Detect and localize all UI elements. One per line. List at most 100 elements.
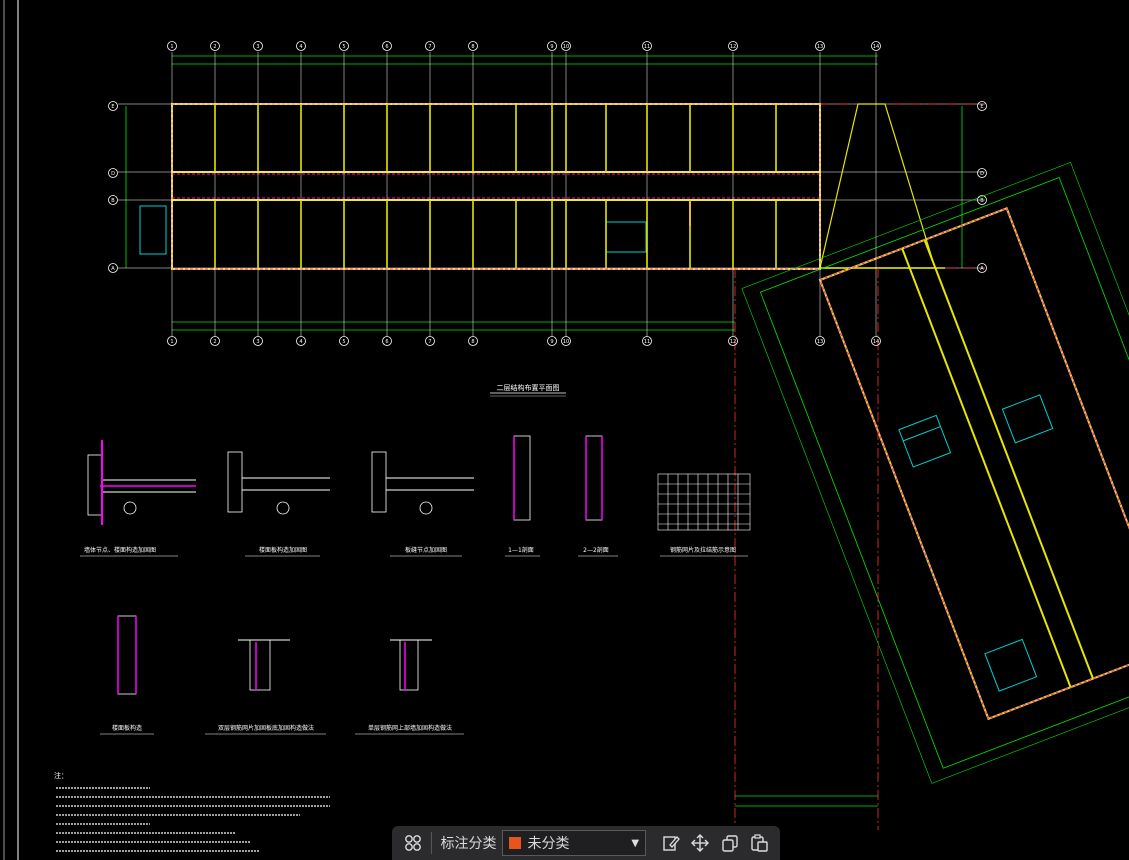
axis-label: 6 [385,44,388,50]
axis-label: 3 [256,339,259,345]
axis-label: 14 [873,44,879,50]
toolbar-divider [431,832,433,854]
axis-bubble [977,101,987,111]
axis-label: 6 [385,339,388,345]
detail-title-6: 钢筋网片及拉结筋示意图 [670,546,736,554]
axis-label: 11 [644,339,650,345]
axis-bubble [425,336,435,346]
axis-label: A [980,266,984,272]
axis-bubble [108,263,118,273]
axis-bubble [382,41,392,51]
axis-bubble [339,41,349,51]
axis-bubble [977,263,987,273]
category-label: 标注分类 [440,836,497,852]
floor-plan-wing [734,162,1129,830]
category-select[interactable]: 未分类 ▼ [502,830,647,856]
axis-label: 4 [299,339,302,345]
axis-label: 9 [550,44,553,50]
axis-bubble [561,41,571,51]
detail-title-1: 墙体节点、楼面构造加固图 [84,546,156,554]
axis-bubble [815,336,825,346]
axis-bubble [547,41,557,51]
edit-button[interactable] [656,828,685,858]
axis-bubble [108,101,118,111]
axis-label: D [111,171,115,177]
axis-bubble [382,336,392,346]
axis-label: 7 [428,339,431,345]
annotation-toolbar: 标注分类 未分类 ▼ [392,826,780,860]
notes-heading: 注： [54,771,68,780]
detail-title-2: 楼面板构造加固图 [259,546,307,554]
detail-title-5: 2—2剖面 [583,546,609,554]
axis-label: D [980,171,984,177]
axis-bubble [547,336,557,346]
axis-label: 13 [817,44,823,50]
axis-label: 10 [563,44,569,50]
axis-label: 2 [213,339,216,345]
axis-bubble [977,195,987,205]
floor-plan-main [118,55,985,331]
axis-bubble [871,336,881,346]
axis-bubble [468,336,478,346]
axis-bubble [468,41,478,51]
detail-title-3: 板缝节点加固图 [405,546,447,554]
axis-label: 8 [471,339,474,345]
detail-title-7: 楼面板构造 [112,724,142,732]
axis-label: 3 [256,44,259,50]
axis-bubble [339,336,349,346]
axis-label: A [111,266,115,272]
axis-bubble [167,41,177,51]
move-icon [691,834,710,852]
axis-bubble [167,336,177,346]
paste-button[interactable] [745,828,774,858]
detail-title-4: 1—1剖面 [508,546,534,554]
axis-label: 2 [213,44,216,50]
detail-title-9: 单层钢筋网上部墙加固构造做法 [368,724,452,732]
axis-bubble [642,41,652,51]
axis-label: 5 [342,339,345,345]
grid-icon [404,835,421,851]
axis-label: 13 [817,339,823,345]
paste-icon [751,834,768,852]
axis-bubble [728,336,738,346]
plan-title: 二层结构布置平面图 [497,383,560,392]
axis-bubble [728,41,738,51]
chevron-down-icon: ▼ [631,837,640,849]
grid-menu-button[interactable] [398,828,427,858]
axis-label: 12 [730,44,736,50]
axis-label: E [111,104,114,110]
category-color-swatch [509,837,522,849]
axis-label: 7 [428,44,431,50]
axis-label: 9 [550,339,553,345]
axis-label: 11 [644,44,650,50]
axis-bubble [296,336,306,346]
axis-bubble [977,168,987,178]
axis-label: 8 [471,44,474,50]
edit-icon [663,836,680,851]
axis-label: 14 [873,339,879,345]
detail-drawings [87,435,751,695]
axis-label: B [980,198,984,204]
axis-label: 1 [170,44,173,50]
copy-icon [722,835,738,852]
axis-bubble [108,195,118,205]
axis-label: 4 [299,44,302,50]
move-button[interactable] [686,828,715,858]
axis-label: 1 [170,339,173,345]
axis-bubble [642,336,652,346]
axis-bubble [253,41,263,51]
axis-bubble [296,41,306,51]
axis-bubble [108,168,118,178]
axis-label: 12 [730,339,736,345]
category-value: 未分类 [527,836,570,852]
axis-label: B [111,198,115,204]
copy-button[interactable] [715,828,744,858]
axis-bubble [425,41,435,51]
axis-bubble [210,41,220,51]
axis-bubble [815,41,825,51]
axis-bubble [871,41,881,51]
detail-title-8: 双层钢筋网片加固板底加固构造做法 [218,724,314,732]
axis-label: 10 [563,339,569,345]
axis-label: E [980,104,983,110]
